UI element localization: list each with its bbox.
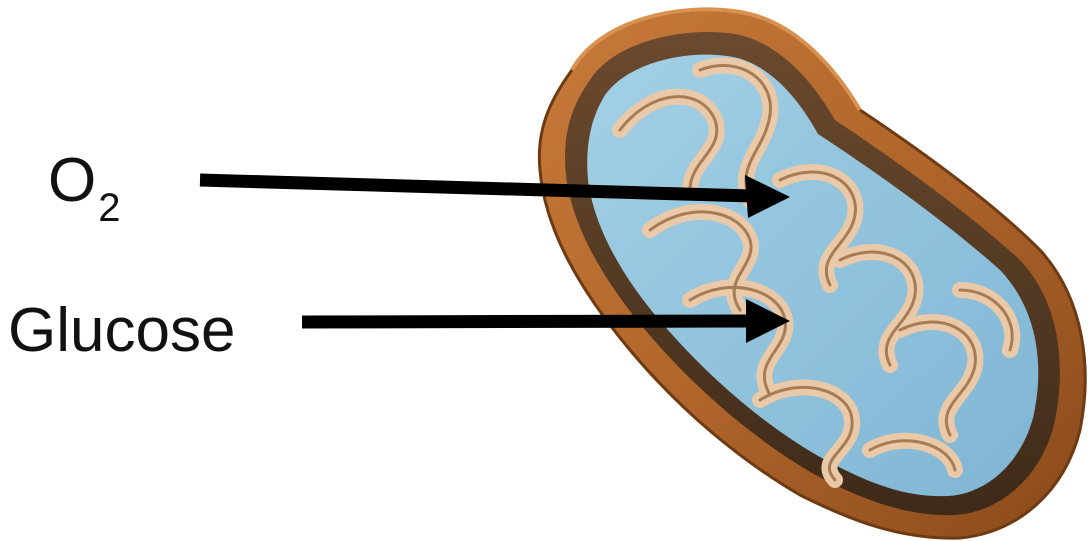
label-glucose: Glucose <box>8 300 235 362</box>
label-oxygen-base: O <box>48 146 96 215</box>
mitochondrion-illustration <box>539 9 1085 538</box>
label-oxygen-subscript: 2 <box>98 186 120 230</box>
label-oxygen: O2 <box>48 150 120 212</box>
